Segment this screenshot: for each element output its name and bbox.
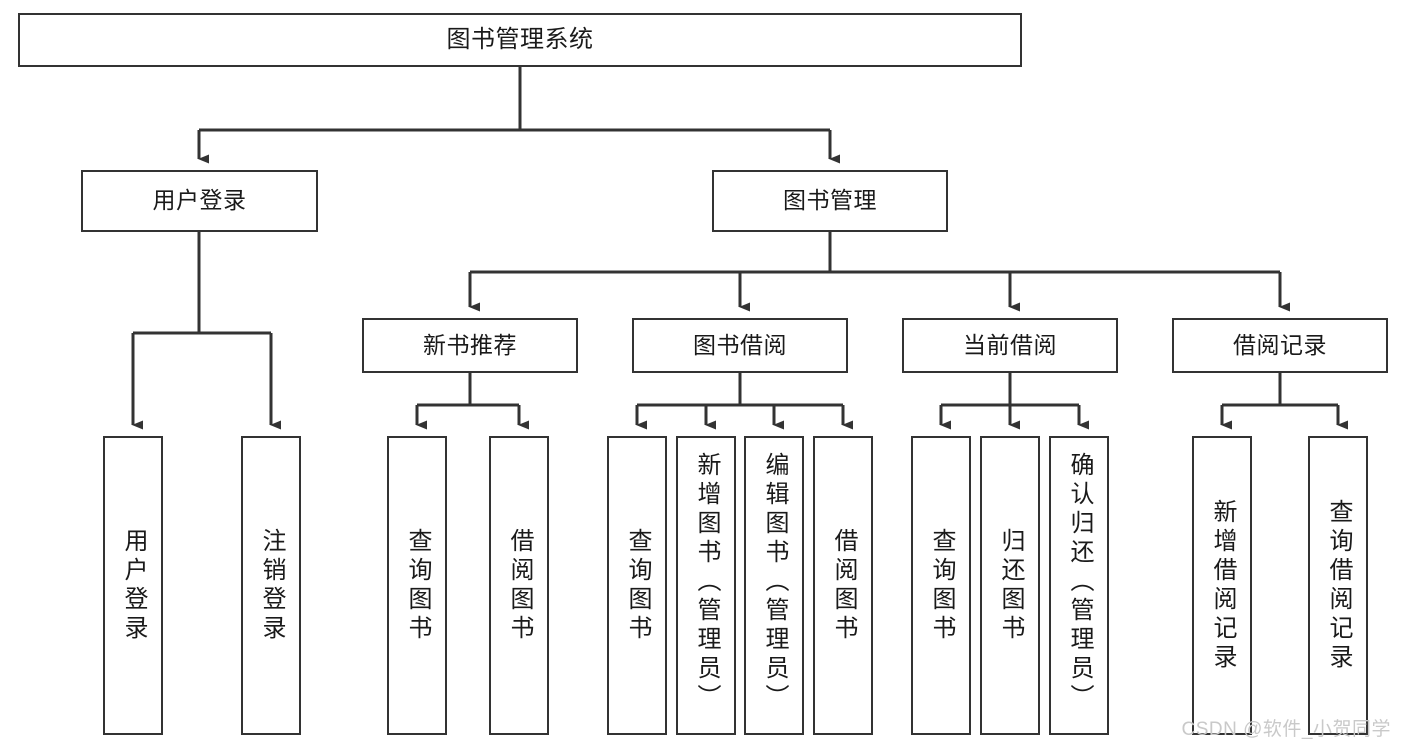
leaf-query-borrow-record[interactable]: 查询借阅记录: [1308, 436, 1368, 735]
leaf-borrow-book-recommend[interactable]: 借阅图书: [489, 436, 549, 735]
node-label: 图书借阅: [693, 331, 787, 358]
node-current-borrow[interactable]: 当前借阅: [902, 318, 1118, 373]
watermark-text: CSDN @软件_小贺同学: [1181, 719, 1391, 740]
node-label: 图书管理: [783, 187, 877, 214]
node-label: 新增借阅记录: [1209, 498, 1236, 673]
node-label: 归还图书: [997, 527, 1024, 644]
node-label: 查询图书: [624, 527, 651, 644]
node-label: 图书管理系统: [446, 25, 594, 53]
node-new-book-recommend[interactable]: 新书推荐: [362, 318, 578, 373]
node-label: 借阅记录: [1233, 331, 1327, 358]
node-label: 查询图书: [928, 527, 955, 644]
node-borrow-record[interactable]: 借阅记录: [1172, 318, 1388, 373]
leaf-edit-book-admin[interactable]: 编辑图书（管理员）: [744, 436, 804, 735]
leaf-query-book-recommend[interactable]: 查询图书: [387, 436, 447, 735]
node-root-system[interactable]: 图书管理系统: [18, 13, 1022, 67]
node-label: 借阅图书: [506, 527, 533, 644]
leaf-query-book-borrow[interactable]: 查询图书: [607, 436, 667, 735]
node-label: 当前借阅: [963, 331, 1057, 358]
node-label: 注销登录: [258, 527, 285, 644]
node-label: 新书推荐: [423, 331, 517, 358]
node-label: 查询图书: [404, 527, 431, 644]
leaf-query-book-current[interactable]: 查询图书: [911, 436, 971, 735]
node-book-management[interactable]: 图书管理: [712, 170, 948, 232]
node-label: 借阅图书: [830, 527, 857, 644]
leaf-confirm-return-admin[interactable]: 确认归还（管理员）: [1049, 436, 1109, 735]
leaf-logout[interactable]: 注销登录: [241, 436, 301, 735]
leaf-add-book-admin[interactable]: 新增图书（管理员）: [676, 436, 736, 735]
leaf-user-login[interactable]: 用户登录: [103, 436, 163, 735]
node-label: 用户登录: [152, 187, 247, 214]
node-label: 新增图书（管理员）: [693, 452, 720, 713]
leaf-borrow-book[interactable]: 借阅图书: [813, 436, 873, 735]
leaf-return-book[interactable]: 归还图书: [980, 436, 1040, 735]
node-label: 查询借阅记录: [1325, 498, 1352, 673]
node-user-login[interactable]: 用户登录: [81, 170, 318, 232]
leaf-add-borrow-record[interactable]: 新增借阅记录: [1192, 436, 1252, 735]
node-book-borrow[interactable]: 图书借阅: [632, 318, 848, 373]
node-label: 确认归还（管理员）: [1066, 452, 1093, 713]
node-label: 编辑图书（管理员）: [761, 452, 788, 713]
node-label: 用户登录: [120, 527, 147, 644]
